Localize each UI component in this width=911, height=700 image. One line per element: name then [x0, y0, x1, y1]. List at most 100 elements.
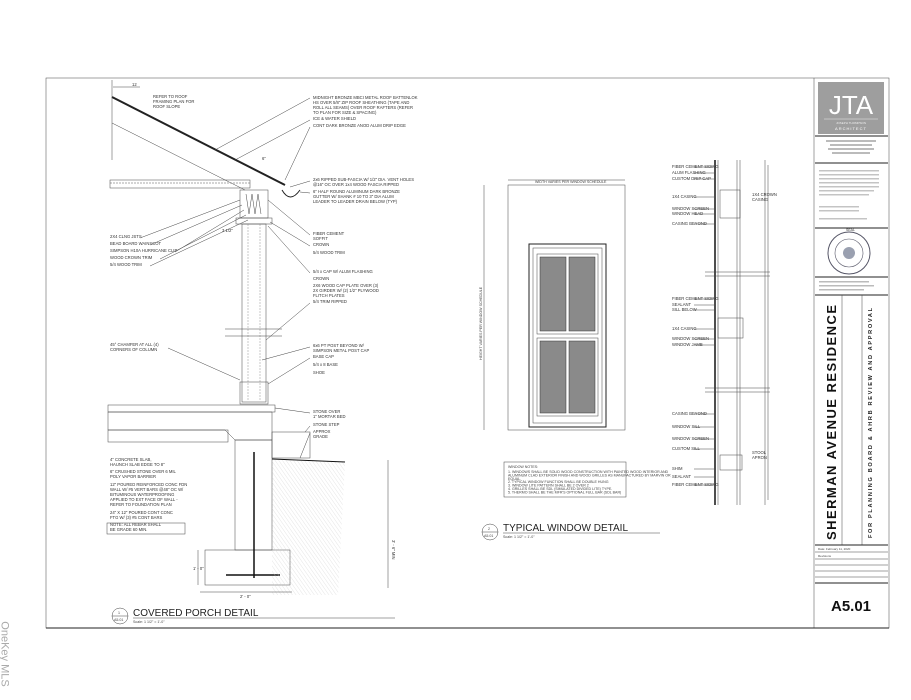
porch-callout-label: BE GRADE 60 MIN.	[110, 527, 147, 532]
window-note: 3. WINDOW LITE PATTERN SHALL BE 2 OVER 2	[508, 484, 589, 488]
logo-text: JTA	[829, 90, 874, 120]
sheet-number: A5.01	[831, 598, 871, 615]
height-dimension: HEIGHT VARIES PER WINDOW SCHEDULE	[479, 286, 483, 360]
dimension-label: 2' - 0"	[240, 594, 251, 599]
porch-callout-label: WALL W/ #5 VERT BARS @48" OC W/	[110, 487, 184, 492]
issue-date: Date: February 11, 2020	[818, 547, 851, 551]
stone-step	[271, 431, 311, 459]
roof-slope-label: 12	[132, 82, 137, 87]
porch-callout-label: 4" CONCRETE SLAB,	[110, 457, 152, 462]
revisions-label: Revisions	[818, 554, 832, 558]
porch-callout-label: BEAD BOARD WAINSCOT	[110, 241, 161, 246]
leader-line	[167, 347, 241, 381]
porch-callout-label: 5/4 TRIM RIPPED	[313, 299, 347, 304]
porch-callout-label: SIMPSON H10A HURRICANE CLIP	[110, 248, 177, 253]
leader-line	[304, 425, 311, 433]
leader-line	[289, 180, 311, 188]
jamb-section	[717, 317, 744, 339]
seal-label: SEAL	[846, 228, 855, 232]
section-callout-label: SEALANT	[672, 302, 692, 307]
concrete-slab	[107, 411, 273, 441]
porch-callout-label: APPROX	[313, 429, 331, 434]
leader-line	[299, 191, 311, 194]
porch-callout-label: CORNERS OF COLUMN	[110, 347, 157, 352]
porch-callout-label: APPLIED TO EXT FACE OF WALL -	[110, 497, 178, 502]
dimension-label: 3 1/2"	[222, 228, 233, 233]
porch-callout-label: STONE STEP	[313, 422, 340, 427]
porch-callout-label: GUTTER W/ SHANK # 10 TO 3" DIA ALUM	[313, 194, 394, 199]
porch-callout-label: REFER TO ROOF	[153, 94, 188, 99]
section-callout-label: FIBER CEMENT SIDING	[672, 164, 719, 169]
window-pane	[539, 340, 567, 414]
leader-line	[269, 221, 311, 247]
leader-line	[214, 97, 311, 151]
porch-callout-label: FIBER CEMENT	[313, 231, 345, 236]
leader-line	[267, 357, 311, 385]
leader-line	[274, 407, 311, 414]
section-callout-label: WINDOW JAMB	[672, 342, 703, 347]
window-note: 1. WINDOWS SHALL BE SOLID WOOD CONSTRUCT…	[508, 470, 669, 474]
porch-callout-label: BASE CAP	[313, 354, 334, 359]
window-pane	[539, 256, 567, 332]
section-callout-label: 1X4 CROWN	[752, 192, 777, 197]
section-callout-label: SHIM	[672, 466, 683, 471]
leader-line	[267, 199, 311, 236]
porch-callout-label: STONE OVER	[313, 409, 340, 414]
leader-line	[234, 119, 311, 161]
window-note: 5. THERMO SHALL BE THE MFR'S OPTIONAL FU…	[508, 490, 621, 494]
project-title: SHERMAN AVENUE RESIDENCE	[824, 305, 839, 540]
porch-callout-label: ROOF SLOPE	[153, 104, 180, 109]
porch-callout-label: CROWN	[313, 242, 329, 247]
leader-line	[299, 432, 311, 459]
porch-callout-label: 6x6 PT POST BEYOND W/	[313, 343, 365, 348]
section-callout-label: CASING	[752, 197, 768, 202]
section-callout-label: 1X4 CASING	[672, 194, 697, 199]
leader-line	[284, 126, 311, 181]
dimension-label: 6"	[262, 156, 266, 161]
dimension-label: 3' - 6" MIN	[391, 540, 396, 560]
section-callout-label: WINDOW SCREEN	[672, 336, 709, 341]
section-callout-label: SEALANT	[672, 474, 692, 479]
stone-floor	[107, 404, 276, 413]
girder-beam	[239, 189, 269, 219]
logo-subtitle: ARCHITECT	[835, 126, 867, 131]
porch-callout-label: ROLL ALL SEAMS) OVER ROOF RAFTERS (REFER	[313, 105, 413, 110]
leader-line	[174, 209, 245, 253]
porch-callout-label: @16" OC OVER 1x4 WOOD FASCIA RIPPED	[313, 182, 399, 187]
submission-purpose: FOR PLANNING BOARD & AHRB REVIEW AND APP…	[868, 307, 874, 538]
section-callout-label: CUSTOM DRIP CAP	[672, 176, 711, 181]
roof-slope	[111, 96, 286, 186]
section-callout-label: FIBER CEMENT SIDING	[672, 482, 719, 487]
leader-line	[261, 346, 311, 361]
column	[241, 223, 267, 403]
window-pane	[568, 256, 596, 332]
porch-callout-label: CONT DARK BRONZE ANOD ALUM DRIP EDGE	[313, 123, 406, 128]
gutter	[281, 189, 301, 198]
porch-callout-label: FLITCH PLATES	[313, 293, 345, 298]
porch-callout-label: SIMPSON METAL POST CAP	[313, 348, 369, 353]
porch-callout-label: MIDNIGHT BRONZE MBCI METAL ROOF BATTENLO…	[313, 95, 418, 100]
section-callout-label: CASING BEYOND	[672, 411, 707, 416]
window-frame	[528, 243, 607, 428]
head-section	[719, 189, 741, 219]
logo-subtitle: JOSEPH THOMPSON	[836, 121, 866, 125]
soil-grade	[272, 460, 345, 595]
window-note: EQUAL.	[508, 477, 521, 481]
porch-callout-label: 5/4 WOOD TRIM	[110, 262, 142, 267]
porch-callout-label: REFER TO FOUNDATION PLAN	[110, 502, 172, 507]
detail-sheet-ref: A5.01	[114, 618, 123, 622]
leader-line	[159, 214, 247, 260]
porch-callout-label: 5/4 x 8 BASE	[313, 362, 338, 367]
section-callout-label: STOOL	[752, 450, 767, 455]
porch-callout-label: NOTE: ALL REBAR SHALL	[110, 522, 162, 527]
leader-line	[267, 225, 311, 274]
dimension-label: 1' - 0"	[193, 566, 204, 571]
window-note: 2. TYPICAL WINDOW FUNCTION SHALL BE DOUB…	[508, 480, 609, 484]
porch-callout-label: CROWN	[313, 276, 329, 281]
leader-line	[265, 302, 311, 341]
sill-section	[719, 454, 743, 471]
section-callout-label: ALUM FLASHING	[672, 170, 706, 175]
porch-callout-label: TO PLAN FOR SIZE & SPACING)	[313, 110, 377, 115]
